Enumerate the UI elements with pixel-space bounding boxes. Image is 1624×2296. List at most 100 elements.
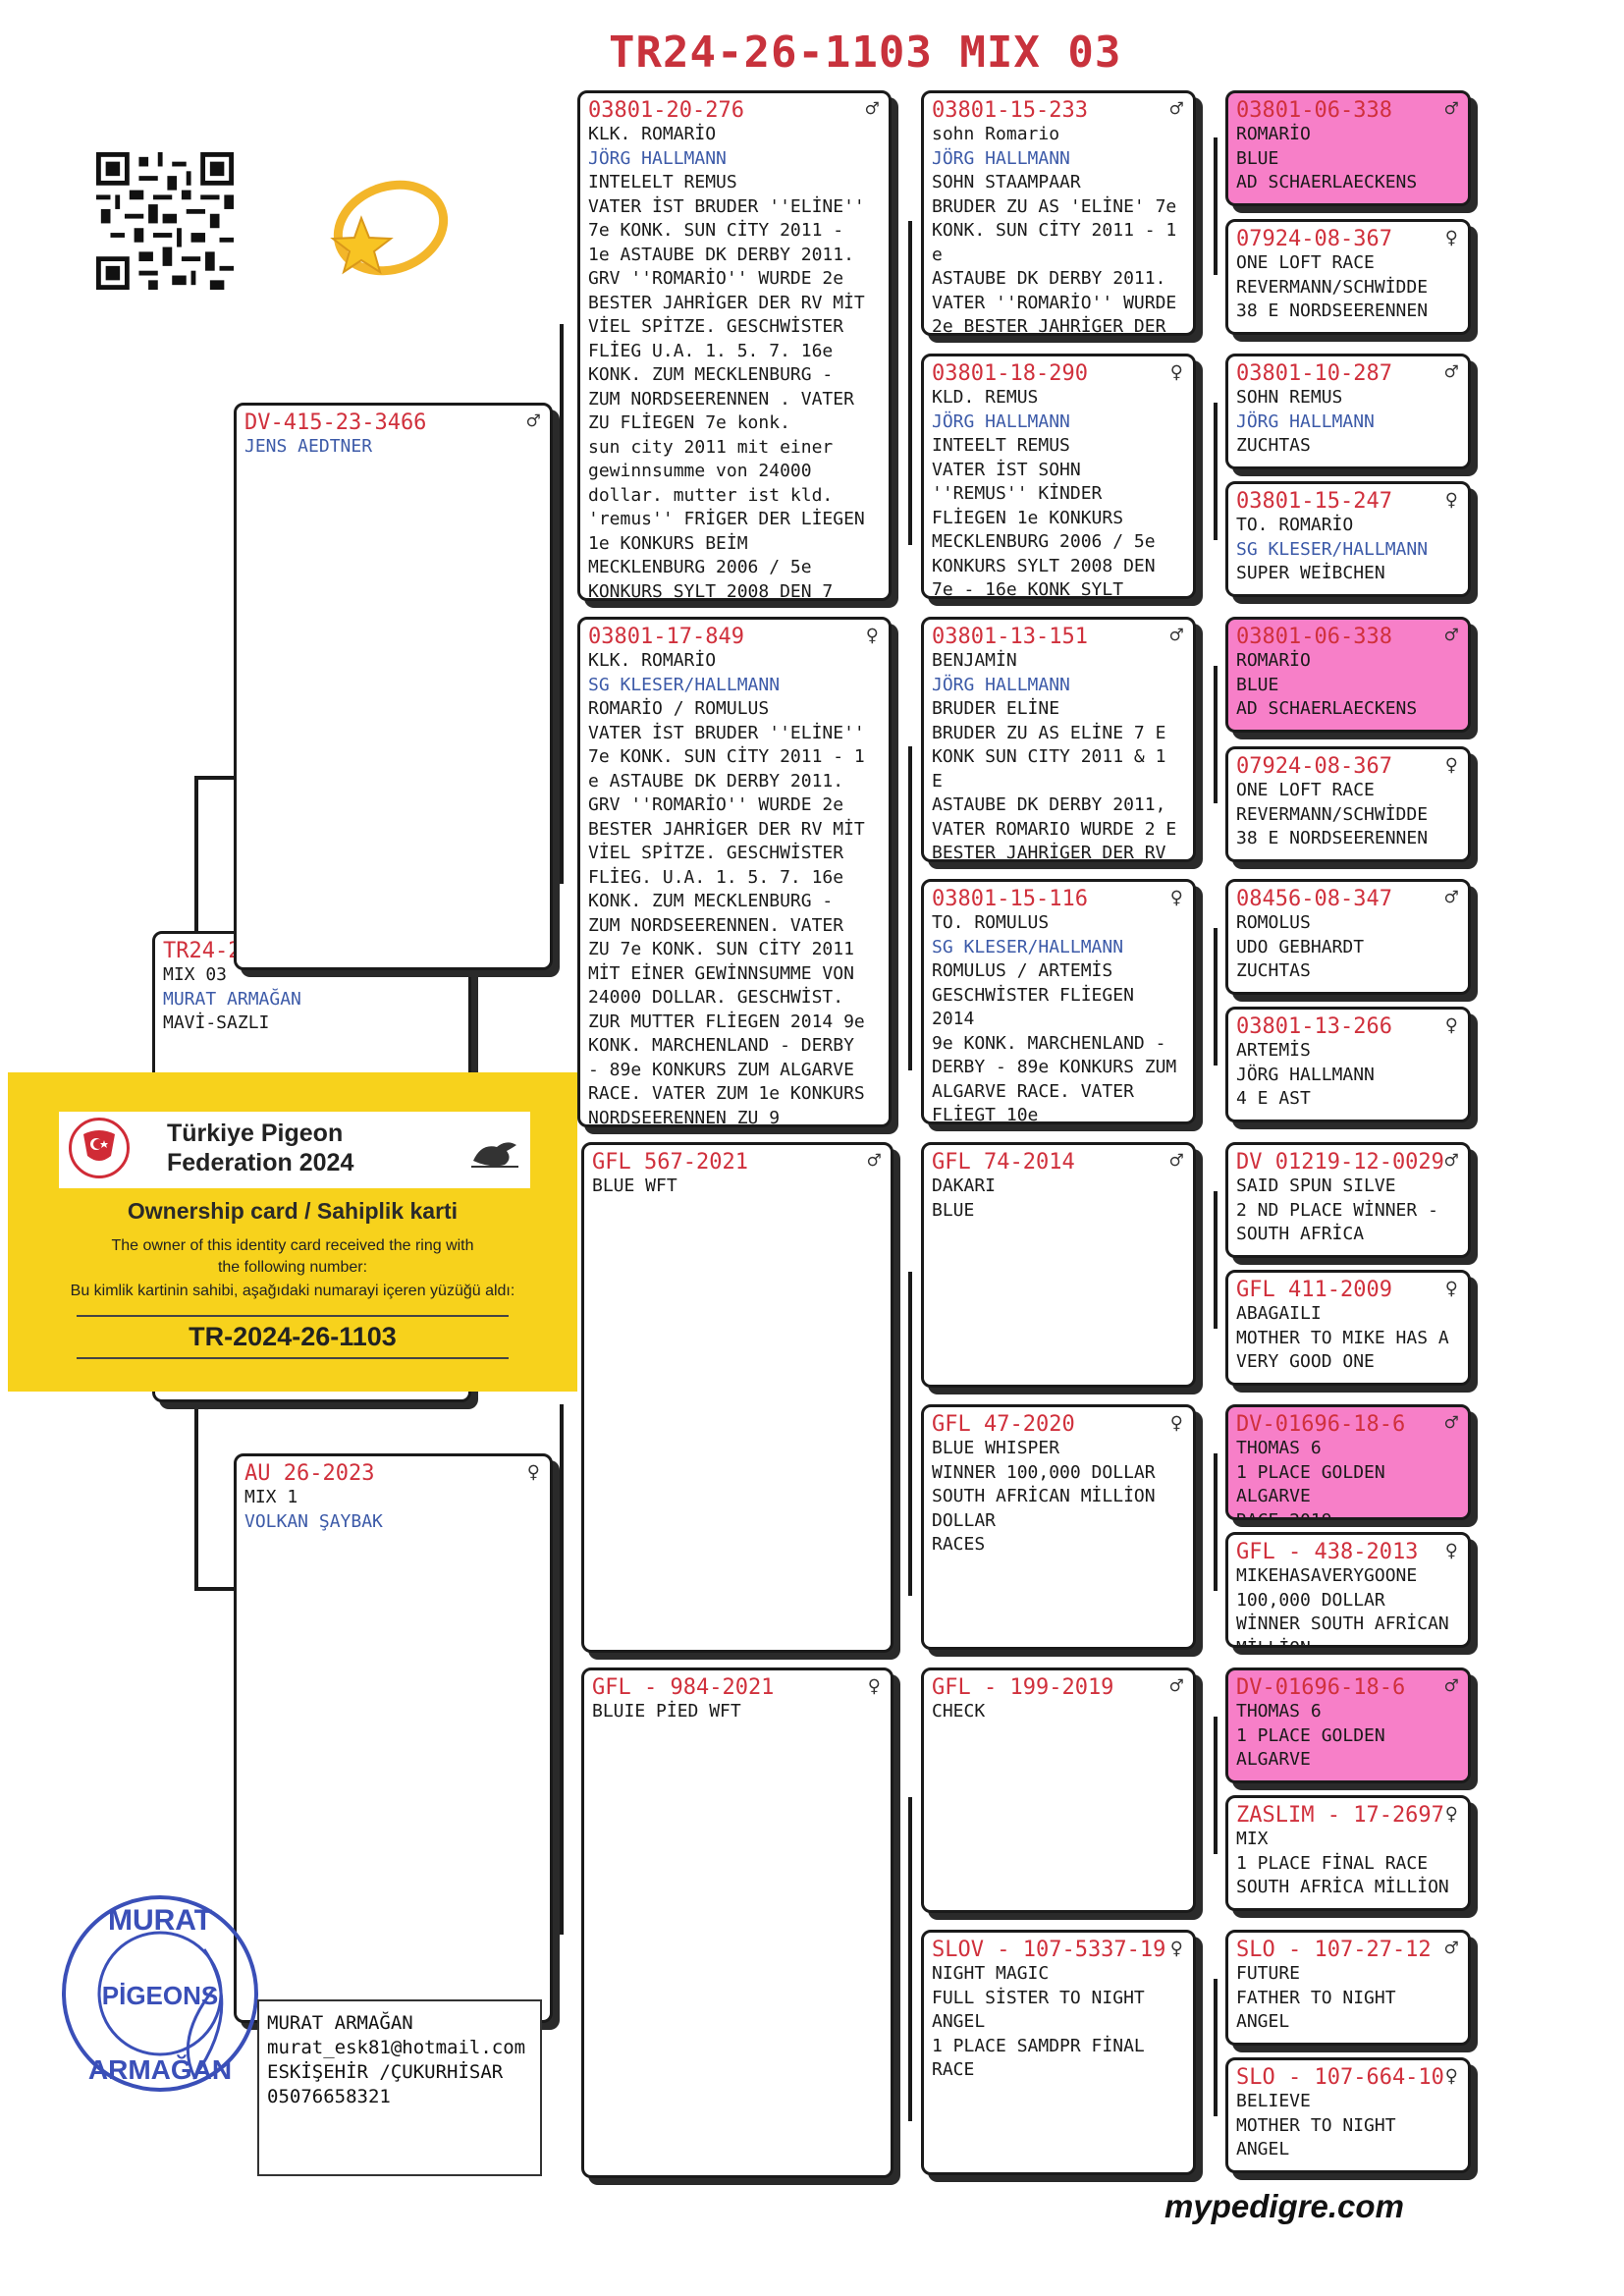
male-icon: ♂	[1169, 97, 1183, 122]
info-line: e ASTAUBE DK DERBY 2011.	[588, 770, 844, 792]
info-line: ZUCHTAS	[1236, 960, 1311, 981]
male-icon: ♂	[1169, 1674, 1183, 1699]
ring-number: 03801-17-849	[588, 625, 744, 649]
info-line: sun city 2011 mit einer	[588, 436, 834, 458]
connector-line	[908, 221, 912, 545]
info-line: FUTURE	[1236, 1963, 1301, 1984]
info-line: BELIEVE	[1236, 2091, 1311, 2111]
info-line: ZU 7e KONK. SUN CİTY 2011	[588, 939, 854, 959]
ring-number: AU 26-2023	[244, 1461, 375, 1486]
ring-number: GFL 74-2014	[932, 1150, 1075, 1175]
ring-number: SLO - 107-664-10	[1236, 2065, 1444, 2090]
info-line: ROMARİO / ROMULUS	[588, 698, 770, 719]
info-line: ONE LOFT RACE	[1236, 780, 1375, 800]
male-icon: ♂	[1444, 1674, 1458, 1699]
male-icon: ♂	[1444, 624, 1458, 648]
ancestor-card: SLO - 107-27-12 ♂ FUTURE FATHER TO NIGHT…	[1225, 1930, 1471, 2046]
info-line: VİEL SPİTZE. GESCHWİSTER	[588, 843, 844, 863]
info-line: ROMARİO	[1236, 124, 1311, 144]
stamp-text-bottom: ARMAĞAN	[88, 2054, 232, 2085]
info-line: 7e - 16e KONK SYLT	[932, 579, 1124, 599]
info-line: UDO GEBHARDT	[1236, 936, 1365, 957]
male-icon: ♂	[1444, 886, 1458, 910]
info-line: ZUM NORDSEERENNEN . VATER	[588, 388, 854, 410]
owner-contact-box: MURAT ARMAĞAN murat_esk81@hotmail.com ES…	[257, 1999, 542, 2176]
ring-number: GFL - 984-2021	[592, 1675, 775, 1700]
ancestor-card: GFL 411-2009 ♀ ABAGAILI MOTHER TO MIKE H…	[1225, 1270, 1471, 1386]
female-icon: ♀	[1444, 1539, 1458, 1563]
female-icon: ♀	[1444, 2064, 1458, 2089]
pigeon-name: MIX 1	[244, 1487, 298, 1507]
info-line: MECKLENBURG 2006 / 5e	[932, 531, 1156, 552]
ancestor-card: 07924-08-367 ♀ ONE LOFT RACE REVERMANN/S…	[1225, 746, 1471, 862]
info-line: VATER İST SOHN	[932, 459, 1081, 480]
grandparent-card: 03801-20-276 ♂ KLK. ROMARİO JÖRG HALLMAN…	[577, 90, 892, 601]
card-text-tr: Bu kimlik kartinin sahibi, aşağıdaki num…	[70, 1283, 515, 1299]
great-grandparent-card: SLOV - 107-5337-19 ♀ NIGHT MAGIC FULL Sİ…	[921, 1930, 1196, 2175]
female-icon: ♀	[1169, 1937, 1183, 1961]
info-line: gewinnsumme von 24000	[588, 461, 812, 481]
info-line: RACES	[932, 1534, 986, 1555]
info-line: ROMARİO	[1236, 650, 1311, 671]
info-line: ALGARVE RACE. VATER	[932, 1080, 1134, 1102]
ring-number: 03801-20-276	[588, 98, 744, 123]
info-line: SOHN REMUS	[1236, 387, 1343, 408]
info-line: TO. ROMARİO	[1236, 515, 1354, 535]
info-line: sohn Romario	[932, 124, 1060, 144]
ring-number: GFL 567-2021	[592, 1150, 748, 1175]
great-grandparent-card: 03801-15-233 ♂ sohn Romario JÖRG HALLMAN…	[921, 90, 1196, 336]
info-line: VİEL SPİTZE. GESCHWİSTER	[588, 316, 844, 337]
info-line: BLUE WHISPER	[932, 1438, 1060, 1458]
connector-line	[908, 1797, 912, 2121]
owner-stamp-icon: MURAT PİGEONS ARMAĞAN	[62, 1895, 258, 2092]
breeder-name: VOLKAN ŞAYBAK	[244, 1510, 383, 1532]
pigeon-color: MAVİ-SAZLI	[163, 1012, 270, 1033]
female-icon: ♀	[1444, 488, 1458, 513]
info-line: MOTHER TO MIKE HAS A	[1236, 1327, 1449, 1348]
connector-line	[1214, 1453, 1218, 1591]
breeder-name: JÖRG HALLMANN	[932, 147, 1070, 169]
owner-phone: 05076658321	[267, 2086, 391, 2107]
connector-line	[1214, 1717, 1218, 1854]
star-logo-icon	[330, 180, 449, 276]
info-line: ALGARVE	[1236, 1749, 1311, 1770]
info-line: FATHER TO NIGHT	[1236, 1987, 1396, 2008]
male-icon: ♂	[865, 97, 879, 122]
info-line: VATER ''ROMARİO'' WURDE	[932, 292, 1177, 313]
info-line: ASTAUBE DK DERBY 2011.	[932, 268, 1166, 289]
info-line: INTEELT REMUS	[932, 435, 1070, 456]
owner-name: MURAT ARMAĞAN	[267, 2012, 413, 2034]
male-icon: ♂	[1444, 1937, 1458, 1961]
connector-line	[1214, 1979, 1218, 2116]
info-line: - 89e KONKURS ZUM ALGARVE	[588, 1059, 854, 1080]
info-line: GRV ''ROMARİO'' WURDE 2e	[588, 794, 844, 815]
info-line: 2014	[932, 1009, 975, 1029]
connector-line	[1214, 928, 1218, 1066]
info-line: BRUDER ZU AS 'ELİNE' 7e	[932, 195, 1177, 217]
connector-line	[560, 324, 564, 884]
female-icon: ♀	[1444, 226, 1458, 250]
divider	[77, 1357, 509, 1359]
great-grandparent-card: 03801-18-290 ♀ KLD. REMUS JÖRG HALLMANN …	[921, 354, 1196, 599]
info-line: BLUE WFT	[592, 1175, 677, 1196]
connector-line	[194, 1355, 198, 1591]
connector-line	[1214, 666, 1218, 803]
info-line: KONK. MARCHENLAND - DERBY	[588, 1035, 854, 1056]
breeder-name: JÖRG HALLMANN	[932, 410, 1070, 432]
ownership-card: Türkiye Pigeon Federation 2024 Ownership…	[8, 1072, 577, 1392]
card-title: Ownership card / Sahiplik karti	[127, 1198, 459, 1224]
info-line: 1 PLACE GOLDEN	[1236, 1461, 1385, 1483]
info-line: e	[932, 244, 943, 265]
info-line: 2 ND PLACE WİNNER -	[1236, 1199, 1438, 1221]
ring-number: 07924-08-367	[1236, 227, 1392, 251]
info-line: MIX	[1236, 1829, 1269, 1849]
info-line: GRV ''ROMARİO'' WURDE 2e	[588, 268, 844, 289]
female-icon: ♀	[1444, 753, 1458, 778]
ring-number: 03801-13-151	[932, 625, 1088, 649]
info-line: DAKARI	[932, 1175, 997, 1196]
owner-email: murat_esk81@hotmail.com	[267, 2037, 526, 2058]
stamp-text-top: MURAT	[108, 1904, 212, 1937]
info-line: RACE 2019	[1236, 1509, 1332, 1520]
grandparent-card: GFL 567-2021 ♂ BLUE WFT	[581, 1142, 893, 1653]
ring-number: 03801-18-290	[932, 361, 1088, 386]
